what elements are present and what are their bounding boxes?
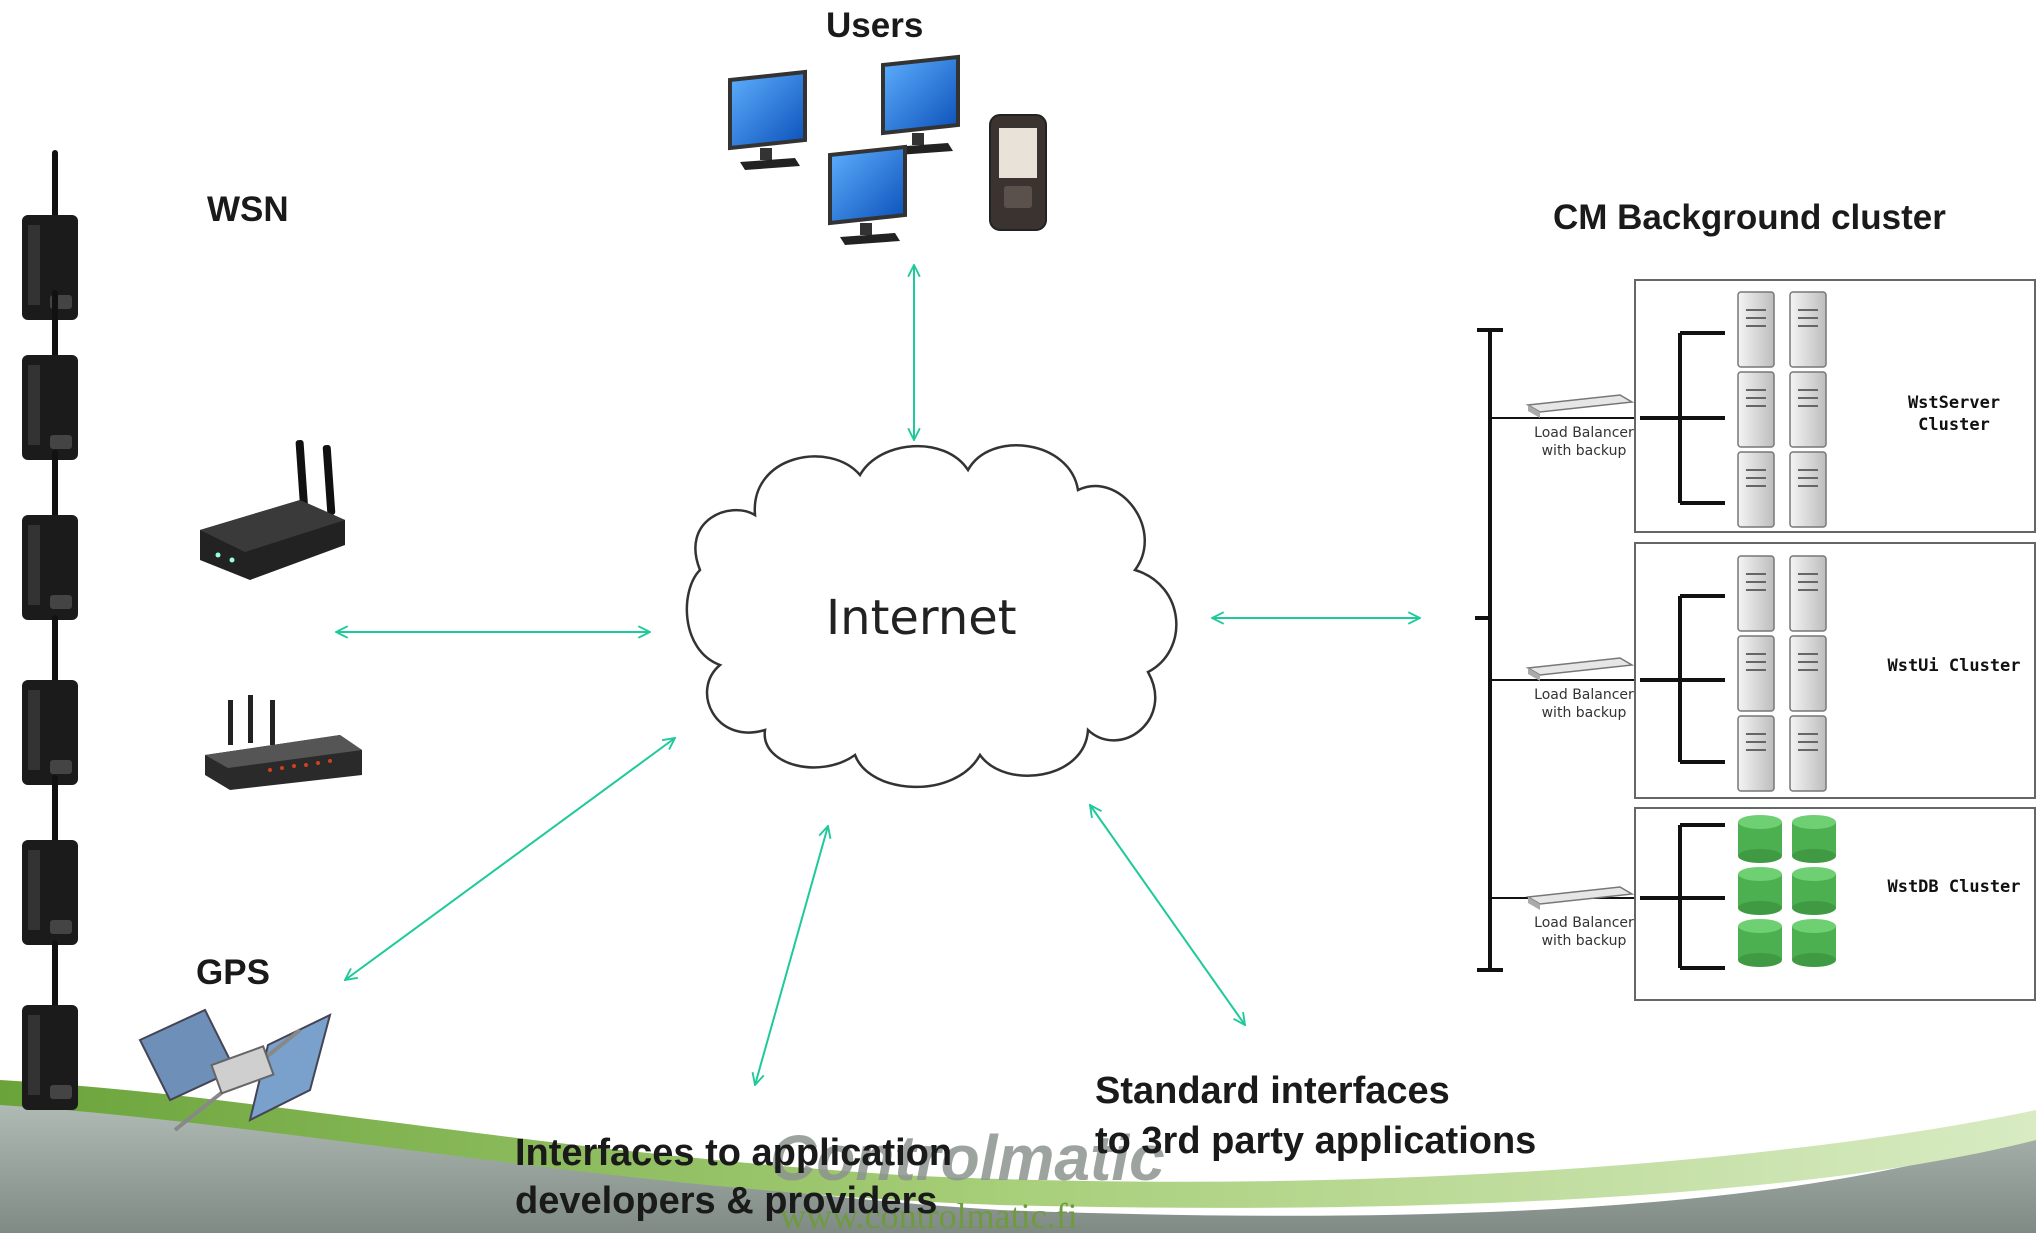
server-icon xyxy=(1737,635,1775,712)
connection-arrows xyxy=(336,265,1420,1085)
app-dev-interfaces-line1: Interfaces to application xyxy=(515,1132,953,1174)
std-interfaces-line2: to 3rd party applications xyxy=(1095,1120,1537,1162)
monitor-icon xyxy=(728,69,807,170)
svg-text:Controlmatic: Controlmatic xyxy=(770,1122,1165,1194)
database-icon xyxy=(1738,919,1782,967)
mobile-phone-icon xyxy=(989,114,1047,231)
database-icon xyxy=(1792,867,1836,915)
monitor-icon xyxy=(881,54,960,155)
server-icon xyxy=(1789,555,1827,632)
sensor-node-icon xyxy=(22,290,78,460)
database-icon xyxy=(1738,815,1782,863)
wstserver-cluster-label: WstServer Cluster xyxy=(1907,393,2001,435)
gps-satellite-icon xyxy=(138,1008,332,1132)
database-icon xyxy=(1792,919,1836,967)
server-icon xyxy=(1737,555,1775,632)
server-icon xyxy=(1737,715,1775,792)
app-dev-interfaces-line2: developers & providers xyxy=(515,1180,938,1222)
users-devices xyxy=(728,54,1047,245)
server-icon xyxy=(1789,371,1827,448)
arrow-std-internet xyxy=(1090,805,1245,1025)
svg-text:www.controlmatic.fi: www.controlmatic.fi xyxy=(780,1196,1078,1233)
server-icon xyxy=(1789,451,1827,528)
internet-label: Internet xyxy=(826,590,1017,646)
sensor-node-icon xyxy=(22,450,78,620)
internet-cloud xyxy=(685,444,1178,789)
gps-label: GPS xyxy=(196,953,270,992)
server-icon xyxy=(1737,291,1775,368)
database-icon xyxy=(1792,815,1836,863)
sensor-node-icon xyxy=(22,940,78,1110)
load-balancer-icon xyxy=(1525,394,1635,418)
wstui-cluster-box xyxy=(1634,542,2036,799)
wsn-sensor-nodes xyxy=(22,150,78,1110)
monitor-icon xyxy=(828,144,907,245)
std-interfaces-line1: Standard interfaces xyxy=(1095,1070,1450,1112)
wstui-cluster-label: WstUi Cluster xyxy=(1887,656,2021,676)
sensor-node-icon xyxy=(22,150,78,320)
server-icon xyxy=(1789,635,1827,712)
wsn-label: WSN xyxy=(207,190,289,229)
controlmatic-logo: Controlmatic www.controlmatic.fi xyxy=(770,1122,1165,1233)
sensor-node-icon xyxy=(22,775,78,945)
server-icon xyxy=(1737,451,1775,528)
server-icon xyxy=(1789,715,1827,792)
load-balancer-icon xyxy=(1525,657,1635,681)
arrow-app-dev-internet xyxy=(755,826,828,1085)
load-balancer-label: Load Balancer with backup xyxy=(1534,687,1634,721)
users-label: Users xyxy=(826,6,924,45)
database-icon xyxy=(1738,867,1782,915)
wstserver-cluster-box xyxy=(1634,279,2036,533)
footer-swoosh xyxy=(0,1080,2036,1233)
server-icon xyxy=(1789,291,1827,368)
gateway-black-icon xyxy=(200,440,345,580)
server-icon xyxy=(1737,371,1775,448)
load-balancer-icon xyxy=(1525,886,1635,910)
wifi-router-icon xyxy=(205,695,362,790)
sensor-node-icon xyxy=(22,615,78,785)
wstdb-cluster-label: WstDB Cluster xyxy=(1887,877,2021,897)
load-balancer-label: Load Balancer with backup xyxy=(1534,425,1634,459)
load-balancer-label: Load Balancer with backup xyxy=(1534,915,1634,949)
arrow-gps-internet xyxy=(345,738,675,980)
cm-background-cluster xyxy=(1475,279,2036,1001)
cm-cluster-title: CM Background cluster xyxy=(1553,198,1946,237)
